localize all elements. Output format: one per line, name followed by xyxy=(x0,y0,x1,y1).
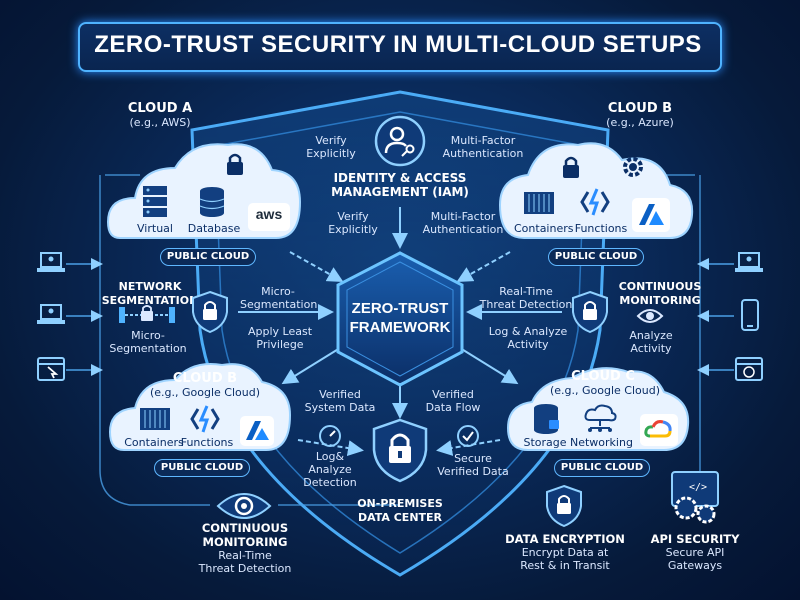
framework-arrows xyxy=(238,207,562,456)
gear-icon xyxy=(623,157,643,177)
cloud-b-azure-item-containers: Containers xyxy=(514,222,574,235)
cloud-a-badge: PUBLIC CLOUD xyxy=(160,248,256,266)
cloud-c-item-storage: Storage xyxy=(523,436,567,449)
gauge-icon xyxy=(319,425,341,447)
azure-logo-icon xyxy=(632,198,670,232)
laptop-icon xyxy=(735,252,763,272)
database-icon xyxy=(199,187,225,217)
storage-icon xyxy=(534,404,559,434)
server-icon xyxy=(143,186,167,217)
cloud-b-azure-title: CLOUD B xyxy=(607,101,673,116)
cloud-lock-icon xyxy=(227,153,243,175)
network-micro-segmentation: Micro-Segmentation xyxy=(109,329,187,355)
eye-icon xyxy=(636,309,664,323)
google-cloud-logo-icon xyxy=(640,414,678,446)
device-connectors xyxy=(66,258,734,376)
arrow-label-micro-segmentation: Micro-Segmentation xyxy=(240,285,318,311)
cloud-a-subtitle: (e.g., AWS) xyxy=(129,116,191,129)
browser-cursor-icon xyxy=(37,357,65,381)
cloud-a-item-database: Database xyxy=(187,222,241,235)
user-key-icon xyxy=(374,115,426,167)
shield-lock-icon xyxy=(572,290,608,334)
cloud-b-google-title: CLOUD B xyxy=(172,371,238,386)
container-icon xyxy=(524,192,554,214)
diagram-title: ZERO-TRUST SECURITY IN MULTI-CLOUD SETUP… xyxy=(94,31,702,58)
cloud-b-azure-item-functions: Functions xyxy=(574,222,628,235)
framework-line1: ZERO-TRUST xyxy=(351,300,449,317)
laptop-icon xyxy=(37,252,65,272)
cloud-c-badge: PUBLIC CLOUD xyxy=(554,459,650,477)
onprem-shield-lock-icon xyxy=(372,418,428,483)
check-circle-icon xyxy=(457,425,479,447)
web-globe-icon xyxy=(735,357,763,381)
function-icon xyxy=(190,405,220,433)
cloud-b-google-item-functions: Functions xyxy=(180,436,234,449)
cloud-b-azure-badge: PUBLIC CLOUD xyxy=(548,248,644,266)
zero-trust-hexagon xyxy=(336,251,464,387)
function-icon xyxy=(580,188,610,216)
network-cloud-icon xyxy=(584,404,617,432)
cloud-c-item-networking: Networking xyxy=(570,436,633,449)
encryption-shield-icon xyxy=(546,484,582,528)
title-frame xyxy=(78,22,722,72)
cloud-c-subtitle: (e.g., Google Cloud) xyxy=(549,384,661,397)
cloud-c-title: CLOUD C xyxy=(571,369,635,384)
api-security-title: API SECURITY xyxy=(650,532,740,546)
encryption-title: DATA ENCRYPTION xyxy=(505,532,625,546)
laptop-user-icon xyxy=(37,304,65,324)
api-gear-icon: </> xyxy=(671,471,719,524)
shield-lock-icon xyxy=(192,290,228,334)
container-icon xyxy=(140,408,170,430)
cloud-a-item-virtual: Virtual xyxy=(137,222,173,235)
eye-monitoring-icon xyxy=(216,493,272,519)
framework-label: ZERO-TRUST FRAMEWORK xyxy=(340,299,460,337)
svg-text:</>: </> xyxy=(689,482,707,493)
lock-icon xyxy=(563,156,579,178)
cloud-b-google-badge: PUBLIC CLOUD xyxy=(154,459,250,477)
cloud-b-azure-subtitle: (e.g., Azure) xyxy=(606,116,674,129)
segmentation-icon xyxy=(119,305,175,323)
smartphone-icon xyxy=(741,299,759,331)
cloud-a-title: CLOUD A xyxy=(127,101,193,116)
cloud-b-google-item-containers: Containers xyxy=(124,436,184,449)
azure-logo-icon xyxy=(240,416,274,446)
aws-logo: aws xyxy=(248,203,290,231)
cloud-b-google-subtitle: (e.g., Google Cloud) xyxy=(149,386,261,399)
framework-line2: FRAMEWORK xyxy=(349,319,451,336)
